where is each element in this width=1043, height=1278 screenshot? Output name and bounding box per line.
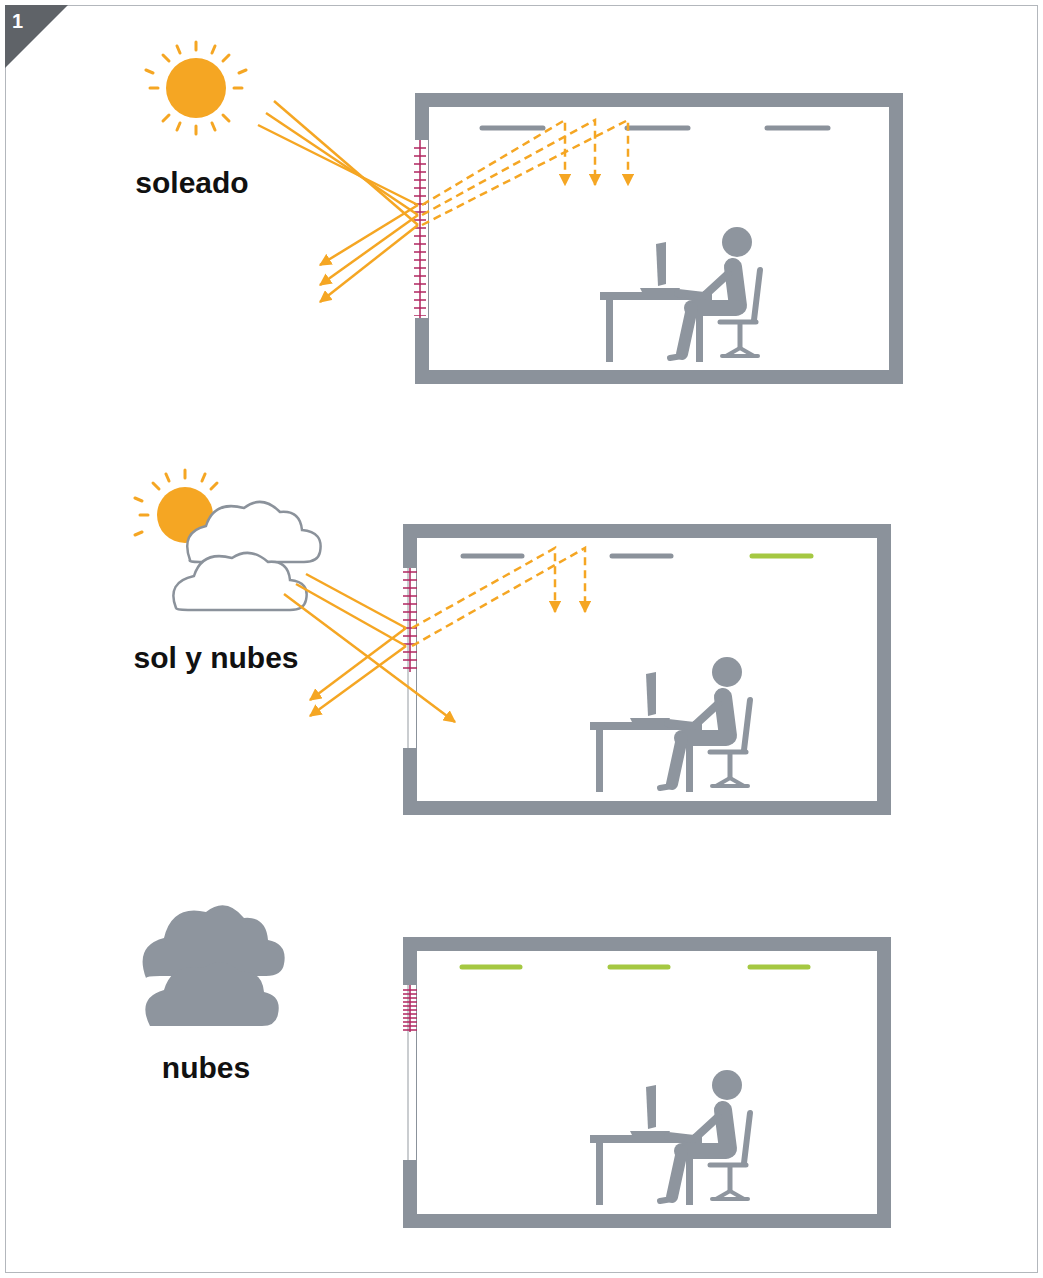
weather-label: sol y nubes [133,641,298,674]
weather-label: nubes [162,1051,250,1084]
weather-label: soleado [135,166,248,199]
panel-number: 1 [12,10,23,32]
